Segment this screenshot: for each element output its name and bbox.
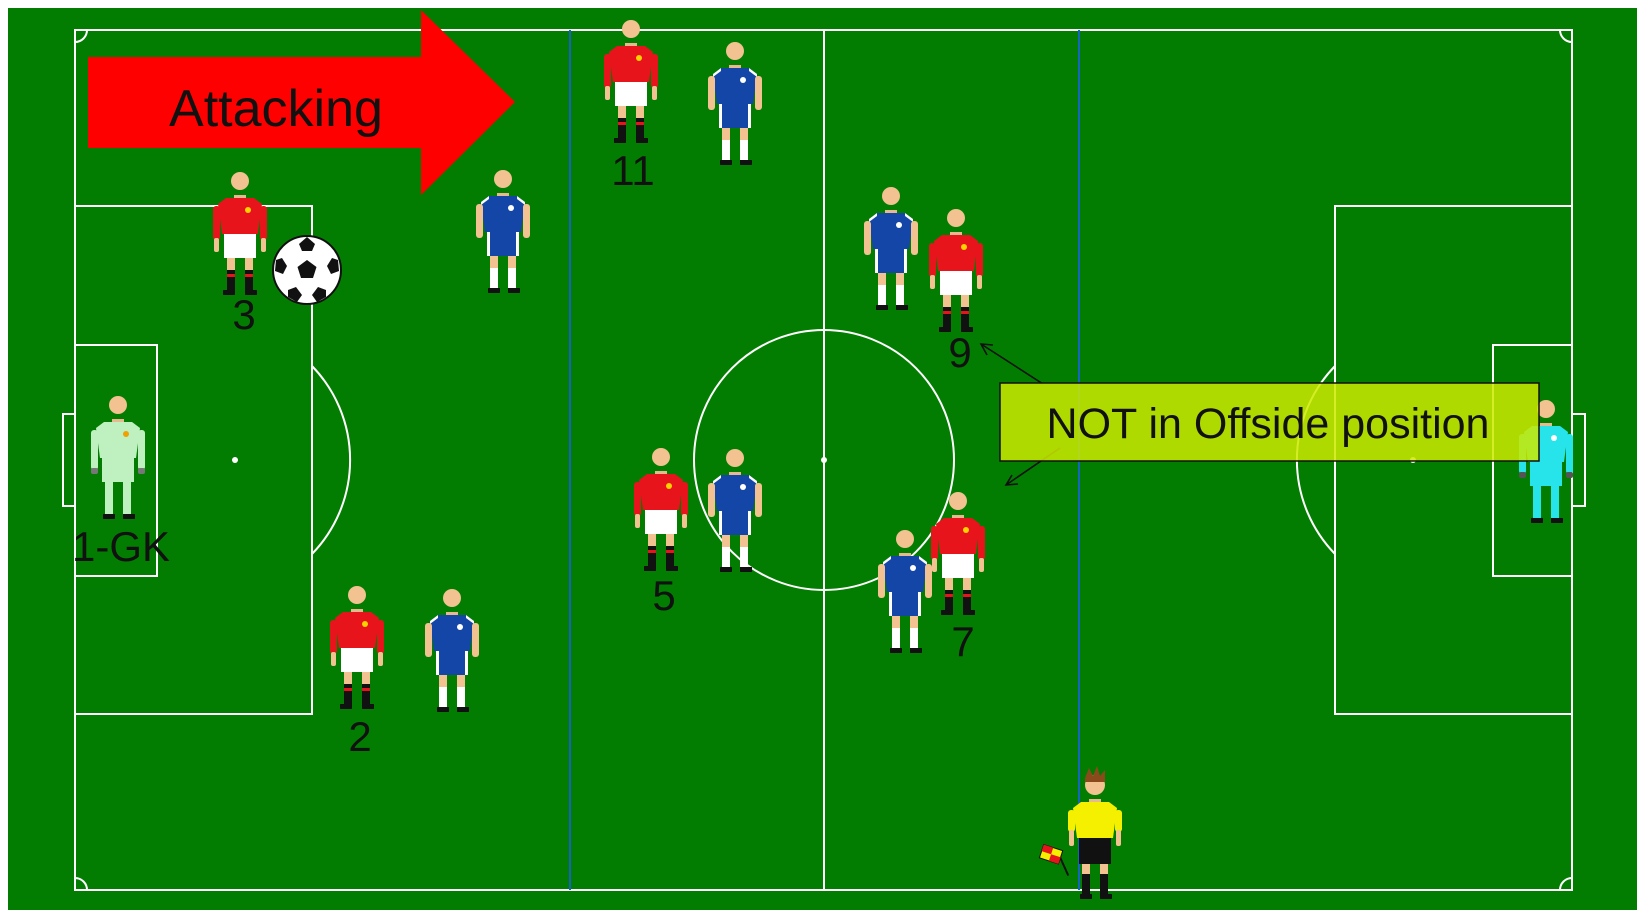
left-penalty-spot bbox=[232, 457, 238, 463]
attacking-label: Attacking bbox=[169, 80, 383, 138]
number-label-3: 3 bbox=[232, 291, 255, 338]
number-label-2: 2 bbox=[348, 713, 371, 760]
number-label-7: 7 bbox=[951, 618, 974, 665]
number-label-5: 5 bbox=[652, 572, 675, 619]
number-label-11: 11 bbox=[611, 147, 655, 194]
callout: NOT in Offside position bbox=[1000, 383, 1539, 461]
soccer-ball-icon bbox=[273, 236, 341, 304]
number-label-9: 9 bbox=[948, 329, 971, 376]
centre-spot bbox=[821, 457, 827, 463]
callout-text: NOT in Offside position bbox=[1047, 400, 1490, 448]
number-label-gk: 1-GK bbox=[72, 523, 170, 570]
